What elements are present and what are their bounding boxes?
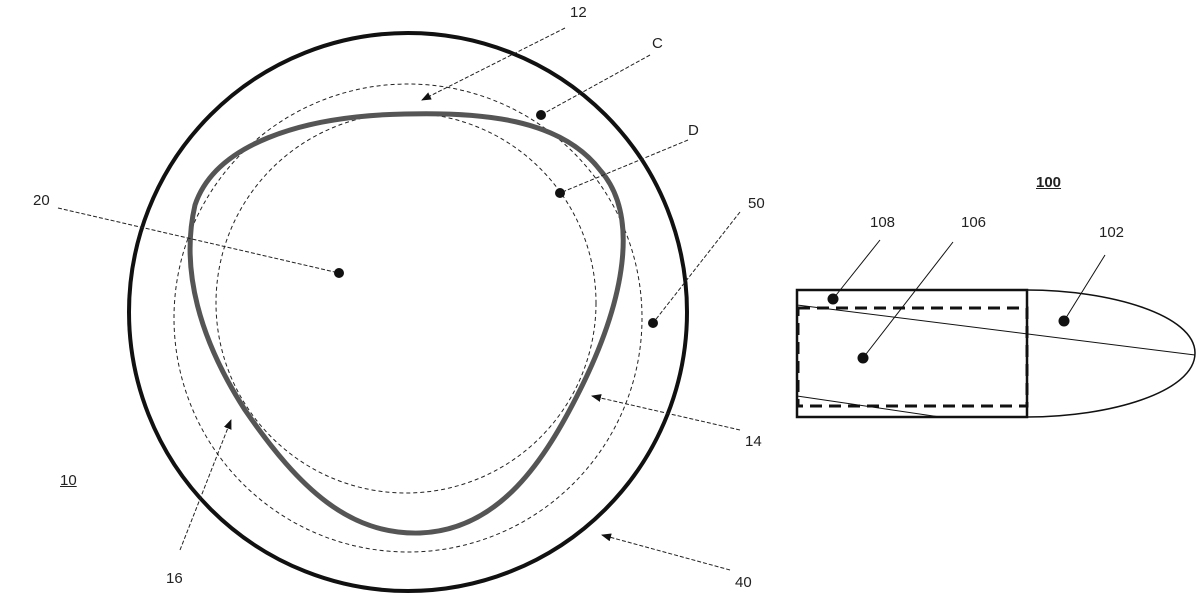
label-40: 40 [735,574,752,591]
label-c: C [652,35,663,52]
reference-dots [334,110,658,328]
label-d: D [688,122,699,139]
label-12: 12 [570,4,587,21]
label-16: 16 [166,570,183,587]
figure-ref-10: 10 [60,472,77,489]
bullet-dots [827,293,1070,364]
leader-lines [57,27,741,571]
figure-ref-100: 100 [1036,174,1062,191]
internal-lines [796,239,1196,418]
label-50: 50 [748,195,765,212]
outer-circle-40 [127,31,689,593]
label-14: 14 [745,433,762,450]
label-102: 102 [1099,224,1125,241]
label-108: 108 [870,214,896,231]
label-106: 106 [961,214,987,231]
tip-outline [1026,289,1196,418]
rounded-triangle-curve [187,111,626,536]
inner-core-dashed-rect [796,306,1029,408]
dashed-circle-c [173,83,643,553]
dashed-circle-d [215,112,597,494]
label-20: 20 [33,192,50,209]
